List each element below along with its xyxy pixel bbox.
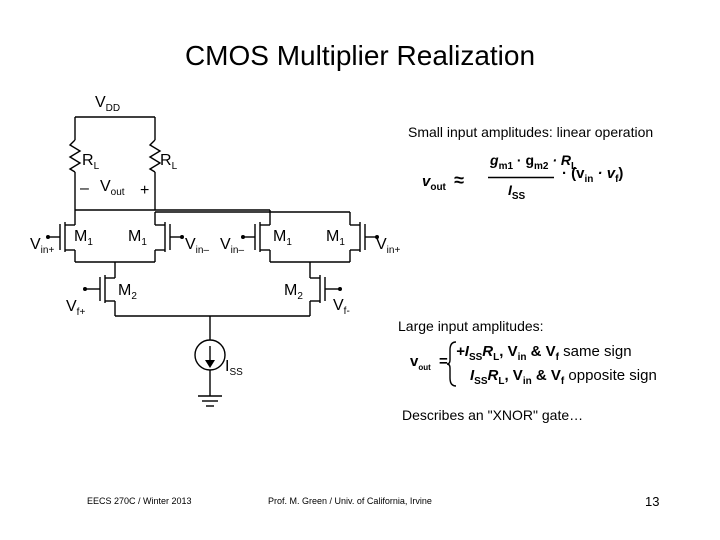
eq1-rhs: · (vin · vf) (562, 165, 624, 185)
vout-minus: – (80, 180, 89, 197)
vout-plus: + (140, 182, 150, 199)
vin-plus-right-label: Vin+ (376, 236, 401, 257)
eq2-line-opposite-sign: ISSRL, Vin & Vf opposite sign (470, 367, 657, 387)
eq2-line-same-sign: +ISSRL, Vin & Vf same sign (456, 343, 632, 363)
m1-label-1: M1 (74, 228, 93, 249)
eq2-lhs: vout = (410, 353, 448, 372)
m2-label-left: M2 (118, 282, 137, 303)
footer-author: Prof. M. Green / Univ. of California, Ir… (268, 496, 432, 506)
large-amplitude-note: Large input amplitudes: (398, 318, 544, 334)
resistor-right (148, 139, 162, 173)
eq1-denominator: ISS (508, 182, 526, 202)
eq1-fraction-bar (488, 176, 554, 179)
slide-title: CMOS Multiplier Realization (184, 40, 536, 71)
xnor-note: Describes an "XNOR" gate… (402, 407, 584, 423)
vdd-label: VDD (95, 94, 121, 115)
m1-label-2: M1 (128, 228, 147, 249)
small-amplitude-note: Small input amplitudes: linear operation (408, 124, 654, 140)
eq1-lhs: vout (422, 173, 446, 193)
vin-minus-right-label: Vin– (220, 236, 245, 257)
rl-left-label: RL (82, 152, 100, 173)
iss-label: ISS (225, 358, 243, 379)
m1-label-4: M1 (326, 228, 345, 249)
m2-label-right: M2 (284, 282, 303, 303)
linear-equation: vout ≈ (422, 170, 464, 193)
rl-right-label: RL (160, 152, 178, 173)
resistor-left (68, 139, 82, 173)
vin-minus-left-label: Vin– (185, 236, 210, 257)
m1-label-3: M1 (273, 228, 292, 249)
vin-plus-left-label: Vin+ (30, 236, 55, 257)
page-number: 13 (645, 494, 660, 509)
vout-label: Vout (100, 178, 125, 199)
vf-plus-label: Vf+ (66, 298, 86, 319)
eq2-brace (446, 341, 457, 387)
footer-course: EECS 270C / Winter 2013 (87, 496, 192, 506)
vf-minus-label: Vf- (333, 297, 350, 318)
eq1-numerator: gm1 · gm2 · RL (490, 152, 578, 172)
